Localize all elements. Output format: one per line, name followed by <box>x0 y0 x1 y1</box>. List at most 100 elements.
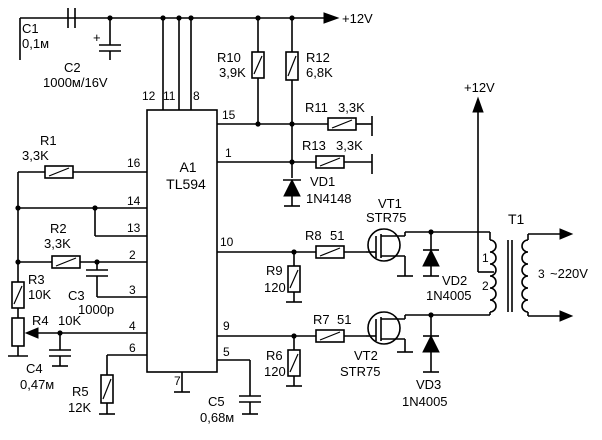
r8-ref: R8 <box>305 228 322 243</box>
vt1-ref: VT1 <box>378 196 402 211</box>
r4-value: 10K <box>58 313 81 328</box>
r1-ref: R1 <box>40 133 57 148</box>
c2-ref: C2 <box>64 60 81 75</box>
pin-5-number: 5 <box>223 345 230 359</box>
transistor-vt1: VT1 STR75 <box>366 196 413 277</box>
vd1-value: 1N4148 <box>306 191 352 206</box>
c4-value: 0,47м <box>20 377 54 392</box>
ic-ref-label: A1 <box>179 159 196 175</box>
r2-value: 3,3K <box>44 236 71 251</box>
t1-winding-2: 2 <box>482 279 489 293</box>
resistor-r3: R3 10K <box>11 262 51 318</box>
t1-winding-3: 3 <box>538 267 545 281</box>
vt2-ref: VT2 <box>354 348 378 363</box>
resistor-r13: R13 3,3K <box>217 124 373 174</box>
c2-polarity: + <box>93 30 101 45</box>
pin-3-number: 3 <box>129 283 136 297</box>
capacitor-c3: C3 1000p <box>68 262 147 317</box>
capacitor-c2: + C2 1000м/16V <box>43 18 121 90</box>
ic-part-label: TL594 <box>166 176 206 192</box>
r11-ref: R11 <box>305 100 328 115</box>
vd3-value: 1N4005 <box>402 394 448 409</box>
pin-2-number: 2 <box>129 248 136 262</box>
resistor-r7: R7 51 <box>313 312 366 343</box>
c5-value: 0,68м <box>200 410 234 425</box>
resistor-r12: R12 6,8K <box>285 15 333 124</box>
r3-ref: R3 <box>28 272 45 287</box>
c3-ref: C3 <box>68 288 85 303</box>
r3-value: 10K <box>28 287 51 302</box>
diode-vd3: VD3 1N4005 <box>402 315 448 409</box>
diode-vd2: VD2 1N4005 <box>422 232 472 303</box>
c2-value: 1000м/16V <box>43 75 108 90</box>
transistor-vt2: VT2 STR75 <box>340 311 413 379</box>
r10-ref: R10 <box>217 50 241 65</box>
capacitor-c4: C4 0,47м <box>20 333 71 392</box>
transformer-t1: T1 +12V 1 2 3 ~220V <box>464 80 588 322</box>
r9-ref: R9 <box>266 263 283 278</box>
resistor-r5: R5 12K <box>68 354 147 415</box>
r6-value: 120 <box>264 364 286 379</box>
c1-ref: C1 <box>22 21 39 36</box>
pin-11-number: 11 <box>163 89 176 103</box>
pin-7-number: 7 <box>174 374 181 388</box>
c5-ref: C5 <box>208 394 225 409</box>
capacitor-c5: C5 0,68м <box>200 359 261 425</box>
vd2-ref: VD2 <box>442 273 467 288</box>
pin-8-number: 8 <box>193 89 200 103</box>
pin-10-number: 10 <box>220 235 234 249</box>
r7-ref: R7 <box>313 312 330 327</box>
pin-12-number: 12 <box>142 89 156 103</box>
resistor-r10: R10 3,9K <box>217 18 265 124</box>
supply-label-top: +12V <box>342 11 373 26</box>
t1-winding-1: 1 <box>482 251 489 265</box>
vt2-value: STR75 <box>340 364 380 379</box>
vd2-value: 1N4005 <box>426 288 472 303</box>
pin-6-number: 6 <box>129 341 136 355</box>
resistor-r9: R9 120 <box>264 252 302 303</box>
resistor-r8: R8 51 <box>305 228 366 259</box>
resistor-r11: R11 3,3K <box>217 100 373 136</box>
supply-label-right: +12V <box>464 80 495 95</box>
vd1-ref: VD1 <box>310 174 335 189</box>
ground-pin-7 <box>174 372 190 393</box>
r5-value: 12K <box>68 400 91 415</box>
pin-13-number: 13 <box>127 221 141 235</box>
supply-rail-top: +12V <box>20 11 373 26</box>
c3-value: 1000p <box>78 302 114 317</box>
r1-value: 3,3K <box>22 148 49 163</box>
r9-value: 120 <box>264 280 286 295</box>
diode-vd1: VD1 1N4148 <box>283 162 352 207</box>
resistor-r2: R2 3,3K <box>18 221 147 269</box>
resistor-r1: R1 3,3K <box>18 133 147 179</box>
r11-value: 3,3K <box>338 100 365 115</box>
pin-16-number: 16 <box>127 156 141 170</box>
pin-9-number: 9 <box>223 319 230 333</box>
potentiometer-r4: R4 10K <box>8 313 147 357</box>
c1-value: 0,1м <box>22 36 49 51</box>
t1-output: ~220V <box>550 266 588 281</box>
r12-value: 6,8K <box>306 65 333 80</box>
r4-ref: R4 <box>32 313 49 328</box>
resistor-r6: R6 120 <box>264 336 302 387</box>
r12-ref: R12 <box>306 50 330 65</box>
r2-ref: R2 <box>50 221 67 236</box>
pin-14-number: 14 <box>127 194 141 208</box>
ic-a1-body <box>146 109 218 373</box>
r5-ref: R5 <box>72 384 89 399</box>
r13-ref: R13 <box>302 138 326 153</box>
r7-value: 51 <box>337 312 351 327</box>
t1-ref: T1 <box>508 211 525 227</box>
capacitor-c1: C1 0,1м <box>19 8 76 60</box>
pin-1-number: 1 <box>225 146 232 160</box>
vd3-ref: VD3 <box>416 377 441 392</box>
vt1-value: STR75 <box>366 210 406 225</box>
pin-4-number: 4 <box>129 319 136 333</box>
r13-value: 3,3K <box>336 138 363 153</box>
r6-ref: R6 <box>266 348 283 363</box>
r8-value: 51 <box>330 228 344 243</box>
r10-value: 3,9K <box>219 65 246 80</box>
pin-15-number: 15 <box>222 108 236 122</box>
